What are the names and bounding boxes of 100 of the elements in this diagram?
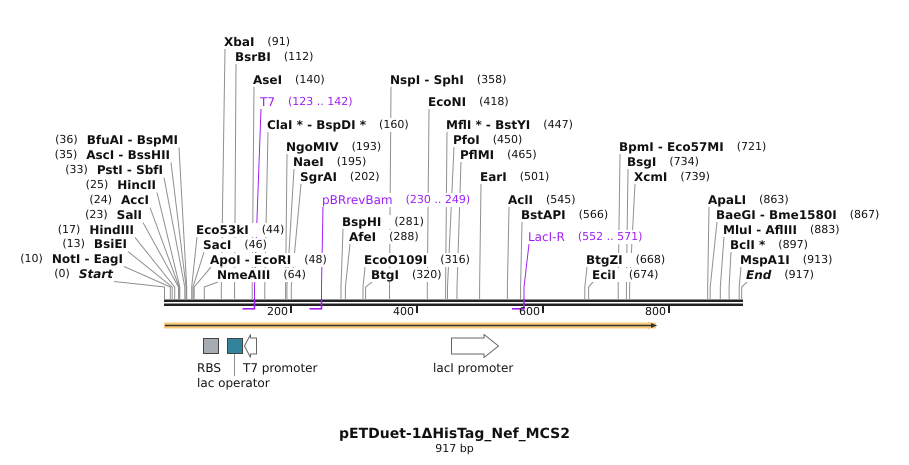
- site-position: (913): [802, 253, 832, 267]
- leader-line: [720, 236, 724, 300]
- site-position: (418): [479, 95, 509, 109]
- sequence-length: 917 bp: [435, 442, 474, 456]
- feature-label: lacI promoter: [433, 361, 514, 375]
- enzyme-name: NgoMIV: [286, 140, 339, 154]
- leader-line: [194, 266, 212, 300]
- leader-line: [524, 244, 530, 300]
- primer-name: LacI-R: [528, 230, 565, 244]
- site-position: (316): [440, 253, 470, 267]
- enzyme-name: BclI *: [730, 238, 766, 252]
- enzyme-name: BaeGI - Bme1580I: [716, 208, 837, 222]
- site-position: (867): [850, 208, 880, 222]
- enzyme-name: EcoO109I: [364, 253, 428, 267]
- site-position: (140): [295, 73, 325, 87]
- site-position: (35): [54, 148, 78, 162]
- axis-tick-label: 400: [393, 305, 414, 319]
- leader-line: [738, 266, 742, 300]
- leader-line: [506, 206, 510, 300]
- enzyme-name: ApaLI: [708, 193, 746, 207]
- enzyme-name: XbaI: [224, 35, 254, 49]
- enzyme-name: SalI: [116, 208, 142, 222]
- site-position: (23): [85, 208, 108, 222]
- enzyme-name: BfuAI - BspMI: [86, 133, 178, 147]
- map-end-label: Start: [78, 267, 113, 281]
- leader-line: [344, 244, 350, 300]
- primer-range: (230 .. 249): [406, 193, 470, 207]
- primer-range: (123 .. 142): [288, 95, 353, 109]
- enzyme-name: PflMI: [460, 148, 494, 162]
- enzyme-name: HincII: [117, 178, 156, 192]
- enzyme-name: MluI - AflIII: [723, 223, 797, 237]
- site-position: (17): [58, 223, 80, 237]
- enzyme-name: BtgI: [371, 268, 399, 282]
- leader-line: [178, 147, 188, 300]
- site-position: (288): [389, 230, 419, 244]
- enzyme-name: BtgZI: [586, 253, 623, 267]
- site-position: (501): [520, 170, 550, 184]
- enzyme-name: ApoI - EcoRI: [210, 253, 292, 267]
- enzyme-name: BsgI: [627, 155, 656, 169]
- leader-line: [520, 222, 522, 300]
- leader-line: [114, 281, 165, 300]
- site-position: (734): [669, 155, 699, 169]
- enzyme-name: BpmI - Eco57MI: [619, 140, 724, 154]
- leader-line: [204, 282, 218, 300]
- feature-block-icon: [227, 338, 243, 354]
- enzyme-name: Eco53kI: [196, 223, 249, 237]
- enzyme-name: AccI: [121, 193, 149, 207]
- leader-line: [164, 177, 186, 300]
- enzyme-name: NotI - EagI: [52, 252, 123, 266]
- site-position: (883): [810, 223, 840, 237]
- axis-tick-label: 600: [519, 305, 540, 319]
- enzyme-name: XcmI: [634, 170, 668, 184]
- site-position: (195): [336, 155, 366, 169]
- site-position: (450): [492, 133, 522, 147]
- enzyme-name: NmeAIII: [217, 268, 270, 282]
- site-position: (320): [412, 268, 442, 282]
- enzyme-name: EarI: [480, 170, 507, 184]
- enzyme-name: HindIII: [89, 223, 134, 237]
- leader-line: [707, 206, 710, 300]
- enzyme-name: MspA1I: [740, 253, 790, 267]
- site-position: (465): [507, 148, 537, 162]
- enzyme-name: AscI - BssHII: [86, 148, 170, 162]
- enzyme-name: NspI - SphI: [390, 73, 464, 87]
- enzyme-name: SgrAI: [300, 170, 337, 184]
- enzyme-name: AclI: [508, 193, 533, 207]
- enzyme-name: SacI: [203, 238, 232, 252]
- leader-line: [124, 266, 171, 300]
- leader-line: [134, 237, 176, 300]
- enzyme-name: ClaI * - BspDI *: [267, 118, 366, 132]
- site-position: (33): [65, 163, 88, 177]
- enzyme-name: PfoI: [453, 133, 480, 147]
- primer-range: (552 .. 571): [578, 230, 642, 244]
- leader-line: [710, 222, 718, 300]
- enzyme-name: MflI * - BstYI: [446, 118, 530, 132]
- site-position: (739): [680, 170, 710, 184]
- leader-line: [142, 222, 179, 300]
- enzyme-name: NaeI: [293, 155, 324, 169]
- enzyme-name: PstI - SbfI: [96, 163, 163, 177]
- enzyme-name: EciI: [592, 268, 616, 282]
- site-position: (668): [636, 253, 666, 267]
- site-position: (897): [778, 238, 808, 252]
- site-position: (44): [262, 223, 284, 237]
- site-position: (112): [284, 50, 314, 64]
- axis-tick-label: 800: [645, 305, 666, 319]
- site-position: (721): [736, 140, 766, 154]
- site-position: (91): [267, 35, 290, 49]
- feature-label: RBS: [197, 361, 221, 375]
- site-position: (160): [379, 118, 409, 132]
- site-position: (566): [578, 208, 608, 222]
- enzyme-name: EcoNI: [428, 95, 466, 109]
- leader-line: [128, 251, 173, 300]
- site-position: (64): [283, 268, 306, 282]
- site-position: (674): [628, 268, 658, 282]
- enzyme-name: BsrBI: [235, 50, 271, 64]
- enzyme-name: BspHI: [342, 215, 382, 229]
- feature-label: T7 promoter: [243, 361, 318, 375]
- site-position: (48): [304, 253, 327, 267]
- leader-line: [150, 207, 180, 300]
- site-position: (545): [546, 193, 576, 207]
- axis-tick-label: 200: [267, 305, 288, 319]
